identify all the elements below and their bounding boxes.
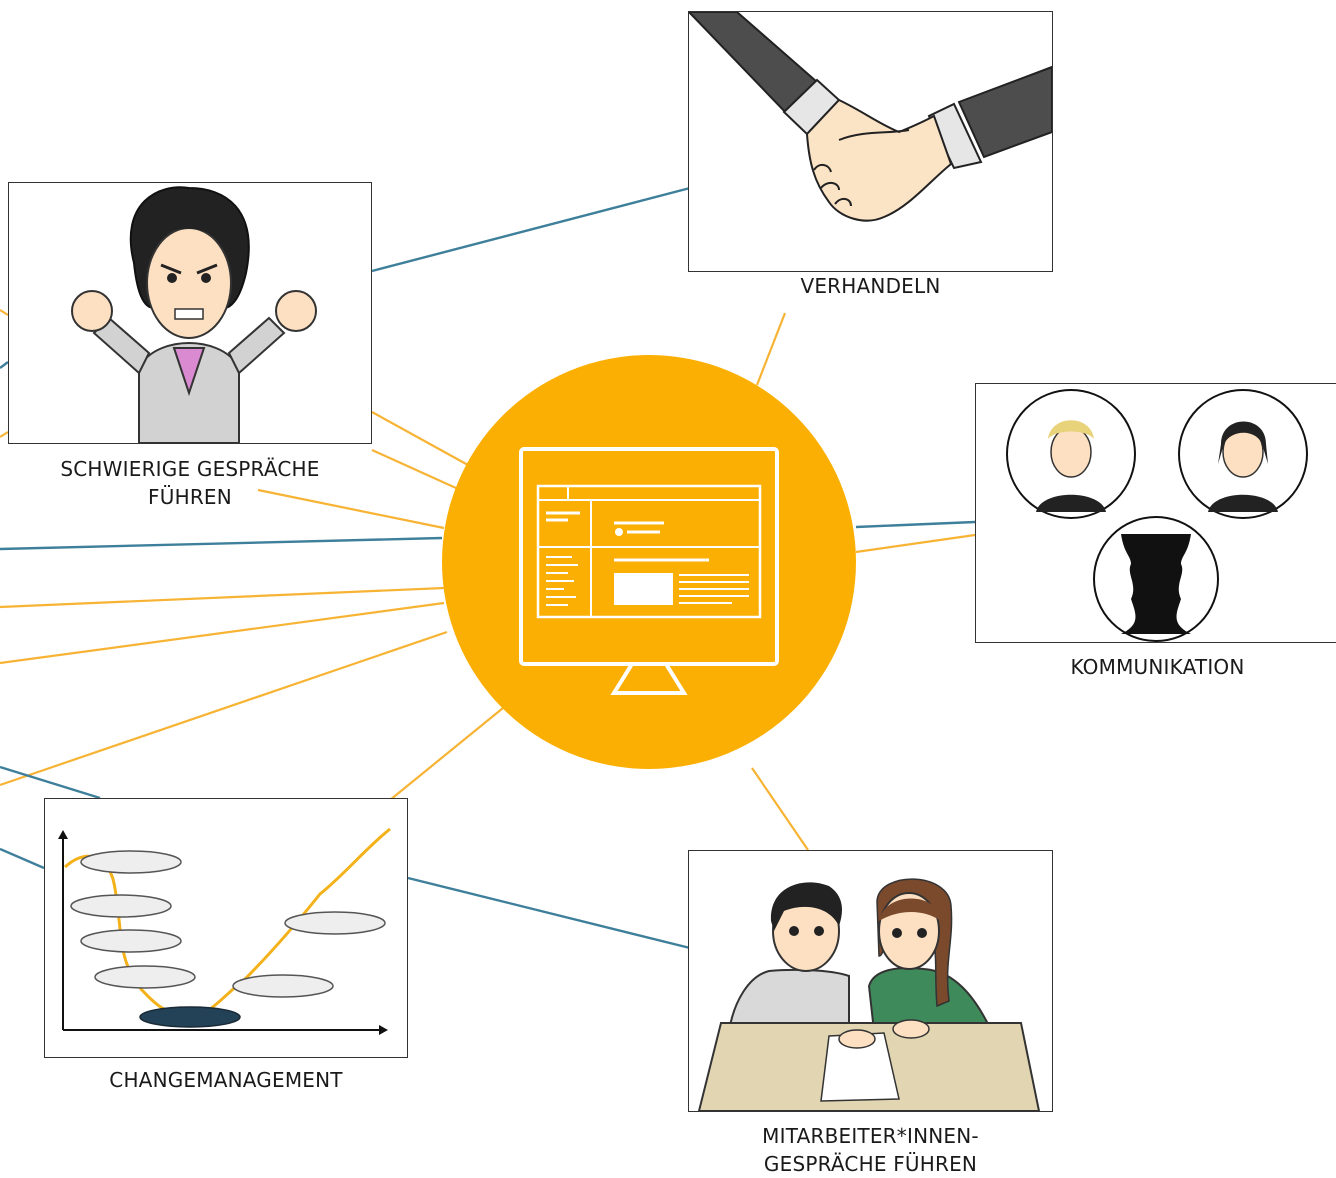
blue-connector-3 [0, 536, 443, 551]
mitarbeitergespraeche-card[interactable] [688, 850, 1053, 1112]
orange-connector-9 [389, 707, 504, 801]
blue-connector-6 [0, 847, 45, 870]
orange-connector-2 [0, 431, 9, 438]
schwierige-gespraeche-label-line2: FÜHREN [148, 485, 232, 509]
blue-connector-5 [0, 765, 101, 800]
orange-connector-7 [0, 601, 445, 665]
change-curve-icon [58, 827, 391, 1035]
verhandeln-card[interactable] [688, 11, 1053, 272]
kommunikation-label: KOMMUNIKATION [975, 653, 1336, 681]
handshake-icon [689, 12, 1052, 222]
central-hub [442, 355, 856, 769]
verhandeln-label-text: VERHANDELN [800, 274, 941, 298]
mitarbeitergespraeche-label: MITARBEITER*INNEN- GESPRÄCHE FÜHREN [688, 1122, 1053, 1178]
kommunikation-card[interactable] [975, 383, 1336, 643]
blue-connector-1 [371, 186, 691, 273]
changemanagement-card[interactable] [44, 798, 408, 1058]
schwierige-gespraeche-card[interactable] [8, 182, 372, 444]
orange-connector-4 [371, 448, 457, 490]
orange-connector-11 [855, 533, 976, 554]
orange-connector-12 [751, 767, 809, 851]
orange-connector-3 [371, 411, 469, 466]
orange-connector-6 [0, 586, 445, 609]
blue-connector-7 [407, 876, 691, 950]
hub-circle [442, 355, 856, 769]
faces-vase-icon [1006, 389, 1308, 642]
mitarbeitergespraeche-label-line1: MITARBEITER*INNEN- [762, 1124, 979, 1148]
blue-connector-2 [0, 361, 9, 369]
changemanagement-label: CHANGEMANAGEMENT [44, 1066, 408, 1094]
orange-connector-8 [0, 630, 448, 787]
schwierige-gespraeche-label: SCHWIERIGE GESPRÄCHE FÜHREN [8, 455, 372, 511]
mitarbeitergespraeche-label-line2: GESPRÄCHE FÜHREN [763, 1152, 978, 1176]
orange-connector-5 [257, 488, 445, 530]
kommunikation-label-text: KOMMUNIKATION [1070, 655, 1245, 679]
monitor-webpage-icon [519, 447, 779, 695]
angry-woman-icon [71, 186, 317, 443]
schwierige-gespraeche-label-line1: SCHWIERIGE GESPRÄCHE [60, 457, 320, 481]
two-people-at-table-icon [697, 878, 1041, 1111]
blue-connector-4 [855, 520, 976, 529]
verhandeln-label: VERHANDELN [688, 272, 1053, 300]
orange-connector-10 [755, 312, 787, 386]
orange-connector-1 [0, 309, 9, 316]
changemanagement-label-text: CHANGEMANAGEMENT [109, 1068, 343, 1092]
